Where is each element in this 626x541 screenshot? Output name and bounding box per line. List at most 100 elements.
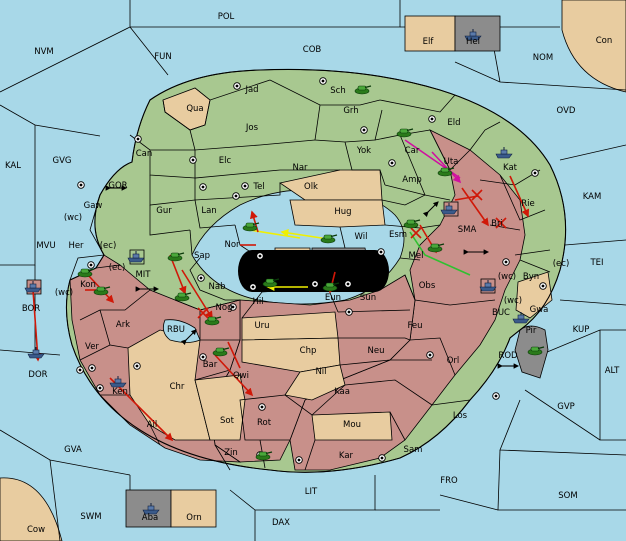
land-label-her: Her	[68, 241, 84, 251]
land-label-eld: Eld	[447, 118, 460, 128]
sea-label-ovd: OVD	[557, 106, 576, 116]
land-label-kar: Kar	[339, 451, 354, 461]
land-label-neu: Neu	[368, 346, 385, 356]
land-label-hil: Hil	[252, 297, 263, 307]
land-label-olk: Olk	[304, 182, 318, 192]
land-label-obs: Obs	[419, 281, 436, 291]
sea-label-mvu: MVU	[36, 241, 55, 251]
land-label-sch: Sch	[330, 86, 345, 96]
coast-label-kon_wc: (wc)	[55, 288, 73, 298]
sea-label-alt: ALT	[605, 366, 620, 376]
coast-label-byn_wc: (wc)	[498, 272, 516, 282]
land-label-uru: Uru	[254, 321, 269, 331]
coast-label-byn_ec: (ec)	[553, 259, 570, 269]
sea-label-nvm: NVM	[34, 47, 54, 57]
sea-label-som: SOM	[558, 491, 577, 501]
adjacency-markers	[105, 185, 520, 369]
land-label-gur: Gur	[156, 206, 172, 216]
land-label-wil: Wil	[355, 232, 368, 242]
land-label-jad: Jad	[244, 85, 258, 95]
land-label-mel: Mel	[409, 251, 424, 261]
sea-label-mit: MIT	[135, 270, 151, 280]
sea-label-fun: FUN	[154, 52, 171, 62]
sea-label-kam: KAM	[583, 192, 602, 202]
sea-label-dax: DAX	[272, 518, 290, 528]
territory-mou[interactable]	[311, 411, 393, 441]
land-label-pir: Pir	[526, 326, 537, 336]
land-label-hug: Hug	[334, 207, 351, 217]
home-label-orn: Orn	[186, 513, 201, 523]
coast-label-kon_ec: (ec)	[109, 263, 126, 273]
sea-label-gvp: GVP	[557, 402, 575, 412]
land-label-feu: Feu	[407, 321, 422, 331]
land-label-sot: Sot	[220, 416, 235, 426]
land-label-gwa: Gwa	[530, 305, 549, 315]
land-label-tel: Tel	[252, 182, 264, 192]
land-label-sun: Sun	[360, 293, 376, 303]
land-label-jos: Jos	[245, 123, 259, 133]
sea-label-buc: BUC	[492, 308, 510, 318]
sea-label-lit: LIT	[305, 487, 318, 497]
sea-label-cow: Cow	[27, 525, 45, 535]
land-label-kat: Kat	[503, 163, 518, 173]
sea-label-kal: KAL	[5, 161, 21, 171]
coast-labels: (wc)(ec)(ec)(wc)(wc)(ec)(wc)	[55, 213, 569, 306]
land-label-car: Car	[405, 146, 420, 156]
sea-label-pol: POL	[218, 12, 235, 22]
home-box-top[interactable]	[404, 15, 501, 52]
land-label-chp: Chp	[300, 346, 317, 356]
sea-label-rod: ROD	[498, 351, 518, 361]
land-label-amp: Amp	[402, 175, 422, 185]
land-label-kon: Kon	[80, 280, 96, 290]
home-label-hel: Hel	[466, 37, 480, 47]
land-label-eun: Eun	[325, 293, 341, 303]
land-label-qwi: Qwi	[233, 371, 249, 381]
land-label-byn: Byn	[523, 272, 539, 282]
sea-label-con: Con	[596, 36, 613, 46]
land-label-esm: Esm	[389, 230, 407, 240]
land-label-nil: Nil	[315, 367, 326, 377]
land-label-bri: Bri	[491, 219, 503, 229]
sea-label-sma: SMA	[458, 225, 477, 235]
order-failures	[197, 189, 507, 319]
home-box-bottom[interactable]	[125, 489, 217, 528]
land-label-mou: Mou	[343, 420, 361, 430]
sea-label-gva: GVA	[64, 445, 82, 455]
sea-label-gvg: GVG	[53, 156, 72, 166]
coast-label-gwa_wc: (wc)	[504, 296, 522, 306]
land-label-ark: Ark	[116, 320, 130, 330]
sea-label-kup: KUP	[573, 325, 590, 335]
territory-hug[interactable]	[289, 199, 386, 228]
sea-label-rbu: RBU	[167, 325, 185, 335]
sea-label-swm: SWM	[80, 512, 101, 522]
land-label-lan: Lan	[201, 206, 216, 216]
sea-label-gor: GOR	[108, 181, 127, 191]
land-label-nar: Nar	[292, 163, 308, 173]
land-label-uta: Uta	[444, 157, 459, 167]
land-label-ver: Ver	[85, 342, 99, 352]
land-label-nor: Nor	[224, 240, 240, 250]
land-label-yok: Yok	[356, 146, 371, 156]
land-label-chr: Chr	[170, 382, 185, 392]
land-label-grh: Grh	[343, 106, 358, 116]
sea-label-cob: COB	[303, 45, 322, 55]
land-label-web: Web	[285, 271, 304, 281]
sea-label-dor: DOR	[28, 370, 47, 380]
sea-label-tei: TEI	[589, 258, 603, 268]
sea-label-fro: FRO	[440, 476, 458, 486]
land-label-zin: Zin	[224, 448, 238, 458]
lake-bar	[238, 250, 389, 292]
land-label-rie: Rie	[521, 199, 535, 209]
land-label-ail: Ail	[147, 420, 158, 430]
land-label-nab: Nab	[209, 282, 226, 292]
land-label-nog: Nog	[216, 303, 233, 313]
sea-label-bor: BOR	[22, 304, 40, 314]
land-label-sam: Sam	[404, 445, 423, 455]
land-label-qua: Qua	[186, 104, 203, 114]
territory-nil[interactable]	[284, 364, 346, 401]
land-label-orl: Orl	[447, 356, 460, 366]
